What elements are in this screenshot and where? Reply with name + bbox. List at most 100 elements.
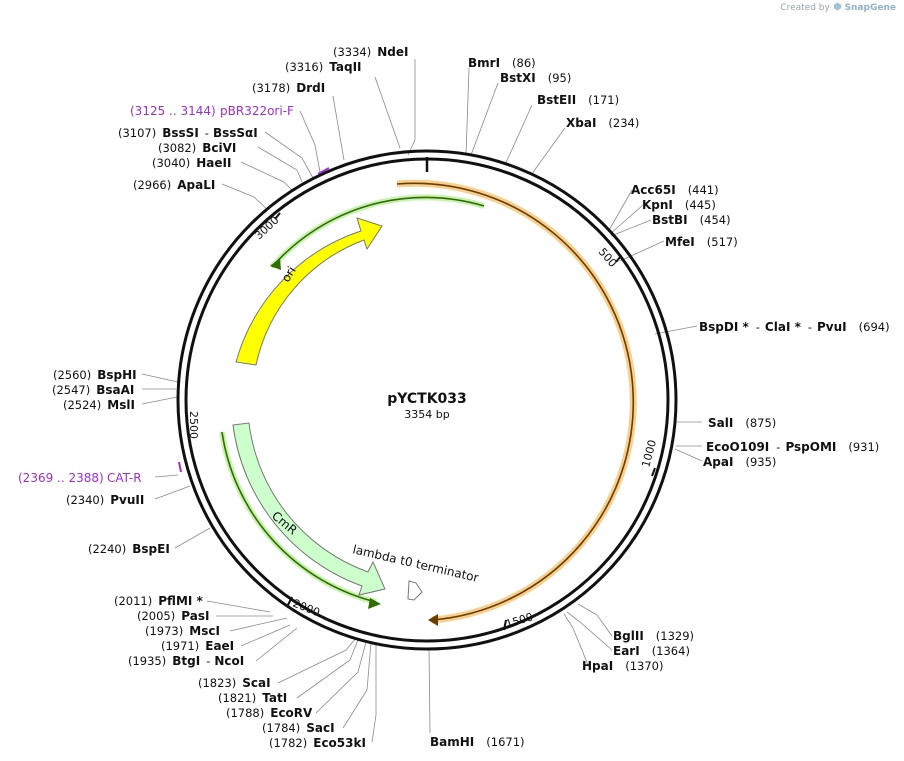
leader-haeii: [240, 161, 293, 191]
leader-mfei: [619, 240, 665, 262]
leader-bcivi: [257, 146, 303, 183]
tick-1000: [651, 467, 656, 477]
site-pasi: (2005)PasI: [137, 609, 209, 623]
site-hpai: HpaI(1370): [582, 659, 663, 673]
site-drdi: (3178)DrdI: [252, 81, 325, 95]
credit-brand: SnapGene: [844, 3, 896, 13]
leader-bstxi: [470, 82, 499, 156]
site-bsaai: (2547)BsaAI: [52, 383, 134, 397]
leader-bamhi: [428, 647, 431, 734]
leader-bmri: [465, 67, 470, 156]
site-pvuii: (2340)PvuII: [66, 493, 144, 507]
leader-pvuii: [154, 485, 191, 500]
site-bstbi: BstBI(454): [652, 213, 731, 227]
plasmid-length: 3354 bp: [404, 408, 449, 421]
cmr-line-arrowhead: [368, 598, 381, 609]
leader-bstbi: [610, 219, 652, 237]
tick-marks: [185, 212, 656, 631]
cmr-arrow: [232, 422, 386, 596]
tick-3000: [274, 212, 281, 220]
site-bspdi: BspDI *-ClaI *-PvuI(694): [699, 320, 890, 334]
leader-bspei: [174, 527, 211, 549]
tick-label-1000: 1000: [639, 438, 659, 468]
site-ecorv: (1788)EcoRV: [226, 706, 313, 720]
site-taqii: (3316)TaqII: [285, 60, 362, 74]
leader-bsssi: [264, 131, 314, 179]
leader-primer-pbr: [299, 110, 321, 173]
credit-prefix: Created by: [780, 3, 830, 13]
tick-label-2500: 2500: [187, 411, 200, 439]
leader-ecorv: [315, 641, 367, 714]
leader-apai: [674, 448, 703, 462]
site-apai: ApaI(935): [703, 455, 776, 469]
site-ndei: (3334)NdeI: [333, 45, 409, 59]
cmr-line: [221, 431, 377, 603]
leader-drdi: [332, 95, 345, 161]
leader-pflmi: [206, 600, 271, 613]
site-bcivi: (3082)BciVI: [158, 141, 236, 155]
site-mfei: MfeI(517): [665, 235, 738, 249]
site-btgi: (1935)BtgI-NcoI: [128, 654, 244, 668]
tick-500: [615, 255, 622, 263]
snapgene-logo-icon: [833, 2, 841, 11]
site-eaei: (1971)EaeI: [161, 639, 234, 653]
tick-1500: [503, 619, 507, 631]
leader-saci: [342, 642, 372, 729]
leader-scai: [277, 637, 357, 684]
site-bamhi: BamHI(1671): [430, 735, 525, 749]
tick-label-2000: 2000: [291, 597, 322, 620]
leader-tati: [296, 639, 359, 699]
primer-pbr322ori-f-name: pBR322ori-F: [220, 104, 294, 118]
primer-mark-cat-r: [178, 461, 182, 473]
site-pflmi: (2011)PflMI *: [114, 594, 204, 608]
leader-bspdi: [654, 325, 698, 335]
leader-msli: [141, 396, 178, 405]
site-eari: EarI(1364): [613, 644, 690, 658]
ori-line: [271, 196, 485, 268]
site-msci: (1973)MscI: [145, 624, 220, 638]
primer-cat-r-name: CAT-R: [107, 471, 142, 485]
plasmid-backbone-outer: [176, 149, 678, 651]
ori-line-arrowhead: [270, 258, 281, 270]
site-msli: (2524)MslI: [63, 398, 135, 412]
tick-2000: [287, 596, 293, 606]
primer-cat-r-range: (2369 .. 2388): [18, 471, 104, 485]
leader-eaei: [240, 624, 291, 647]
leader-hpai: [563, 613, 589, 666]
leader-msci: [229, 617, 288, 632]
leader-bsteii: [504, 104, 533, 166]
site-ecoo109i: EcoO109I-PspOMI(931): [706, 440, 879, 454]
leader-primer-cat: [154, 474, 179, 478]
leader-eari: [566, 611, 613, 651]
site-bsteii: BstEII(171): [537, 93, 619, 107]
leader-kpni: [609, 204, 644, 235]
site-acc65i: Acc65I(441): [631, 183, 719, 197]
site-bsphi: (2560)BspHI: [53, 368, 137, 382]
orange-feature-arrowhead: [428, 614, 438, 626]
ori-arrow: [235, 217, 383, 366]
orange-feature-line: [396, 182, 634, 621]
site-bmri: BmrI(86): [468, 56, 536, 70]
snapgene-credit: Created by SnapGene: [780, 2, 896, 13]
leader-apali: [221, 183, 269, 211]
leader-taqii: [374, 76, 401, 149]
site-haeii: (3040)HaeII: [152, 156, 231, 170]
site-leader-lines: [141, 59, 703, 743]
site-eco53ki: (1782)Eco53kI: [269, 736, 366, 750]
site-xbai: XbaI(234): [566, 116, 639, 130]
leader-bglii: [577, 603, 613, 637]
leader-eco53ki: [371, 643, 377, 743]
site-tati: (1821)TatI: [218, 691, 287, 705]
site-bglii: BglII(1329): [613, 629, 694, 643]
site-bstxi: BstXI(95): [500, 71, 571, 85]
site-kpni: KpnI(445): [642, 198, 716, 212]
site-apali: (2966)ApaLI: [133, 178, 215, 192]
site-bspei: (2240)BspEI: [88, 542, 170, 556]
primer-pbr322ori-f-range: (3125 .. 3144): [130, 104, 216, 118]
leader-btgi: [255, 627, 298, 662]
leader-bsphi: [141, 373, 179, 383]
terminator-arrow: [407, 580, 423, 601]
leader-ndei: [407, 59, 416, 156]
site-saci: (1784)SacI: [262, 721, 335, 735]
